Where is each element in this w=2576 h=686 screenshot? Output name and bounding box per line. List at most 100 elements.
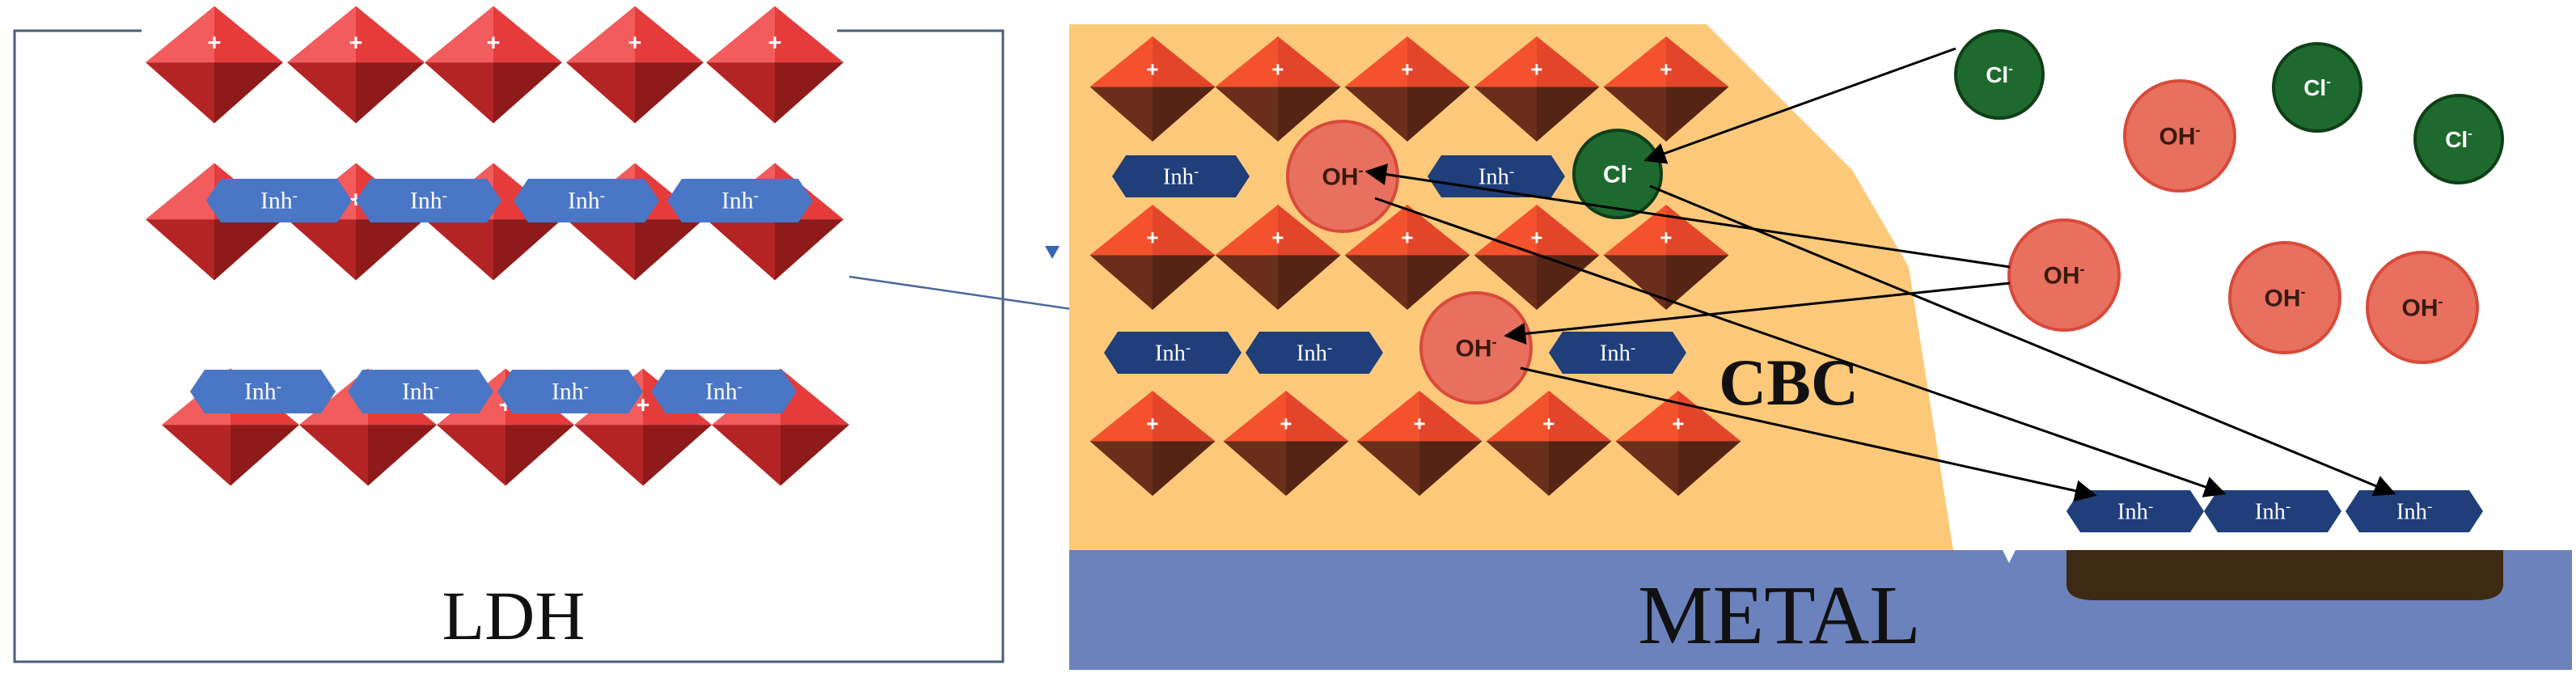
inhibitor-hexagon: Inh- (1112, 155, 1250, 197)
hydroxide-ion-label: OH- (2265, 284, 2306, 312)
hydroxide-ion: OH- (1286, 120, 1399, 233)
hydroxide-ion-label: OH- (2402, 294, 2443, 322)
hydroxide-ion: OH- (2123, 79, 2236, 193)
layer-charge-label: + (637, 393, 650, 419)
migration-arrows (1364, 47, 2396, 502)
hydroxide-ion: OH- (1419, 291, 1533, 404)
hexagon-icon (356, 179, 501, 222)
hexagon-icon (2345, 490, 2483, 532)
inhibitor-hexagon: Inh- (1428, 155, 1565, 197)
hexagon-icon (190, 370, 336, 413)
octahedron-icon: + (1215, 36, 1341, 142)
cbc-coating: +++++++++++++++Inh-Inh-Inh-Inh-Inh- CBC (1069, 24, 1953, 550)
layer-charge-label: + (768, 31, 782, 57)
octahedron-icon: + (1223, 391, 1349, 496)
hexagon-icon (514, 179, 659, 222)
inhibitor-hexagon: Inh- (2204, 490, 2341, 532)
layer-charge-label: + (1146, 411, 1158, 435)
inhibitor-hexagon: Inh- (356, 179, 501, 222)
hexagon-icon (2204, 490, 2341, 532)
ldh-layered-structure: +++++++++++++++Inh-Inh-Inh-Inh-Inh-Inh-I… (146, 6, 849, 486)
inhibitor-label: Inh- (721, 188, 759, 214)
inhibitor-hexagon: Inh- (1246, 332, 1383, 374)
octahedron-icon: + (425, 6, 562, 124)
layer-charge-label: + (1660, 57, 1672, 81)
inhibitor-hexagon: Inh- (2066, 490, 2204, 532)
octahedron-icon: + (1615, 391, 1741, 496)
layer-charge-label: + (1530, 57, 1542, 81)
inhibitor-hexagon: Inh- (190, 370, 336, 413)
octahedron-icon: + (146, 6, 283, 124)
inhibitor-hexagon: Inh- (514, 179, 659, 222)
chloride-ion: Cl- (2272, 42, 2362, 133)
inhibitor-label: Inh- (1163, 163, 1199, 189)
layer-charge-label: + (1401, 225, 1413, 249)
hydroxide-ion-label: OH- (1456, 334, 1497, 362)
hydroxide-ion: OH- (2007, 218, 2121, 332)
hexagon-icon (497, 370, 643, 413)
chloride-ion-label: Cl- (1986, 61, 2013, 87)
octahedron-icon: + (566, 6, 704, 124)
metal-label: METAL (1638, 569, 1921, 662)
inhibitor-hexagon: Inh- (497, 370, 643, 413)
chloride-uptake-arrow (1643, 47, 1956, 164)
inhibitor-label: Inh- (1600, 340, 1635, 366)
octahedron-icon: + (1344, 36, 1470, 142)
ldh-panel: +++++++++++++++Inh-Inh-Inh-Inh-Inh-Inh-I… (13, 6, 1005, 663)
octahedron-icon: + (1089, 205, 1216, 310)
layer-charge-label: + (1271, 57, 1284, 81)
hydroxide-uptake-arrow (1504, 282, 2011, 345)
hexagon-icon (651, 370, 797, 413)
inhibitor-label: Inh- (244, 379, 281, 405)
hexagon-icon (1112, 155, 1250, 197)
hydroxide-ion-label: OH- (2159, 122, 2201, 150)
inhibitor-label: Inh- (1478, 163, 1514, 189)
layer-charge-label: + (208, 31, 222, 57)
inhibitor-hexagon: Inh- (206, 179, 352, 222)
inhibitor-label: Inh- (1155, 340, 1191, 366)
chloride-ion-label: Cl- (2303, 74, 2331, 100)
inhibitor-hexagon: Inh- (651, 370, 797, 413)
hexagon-icon (1104, 332, 1241, 374)
inhibitor-label: Inh- (2255, 498, 2290, 524)
layer-charge-label: + (1660, 225, 1672, 249)
inhibitor-hexagon: Inh- (2345, 490, 2483, 532)
inhibitor-label: Inh- (410, 188, 447, 214)
layer-charge-label: + (1271, 225, 1284, 249)
chloride-ion: Cl- (1572, 129, 1663, 219)
hydroxide-ion: OH- (2228, 241, 2341, 354)
hexagon-icon (206, 179, 352, 222)
layer-charge-label: + (1530, 225, 1542, 249)
hexagon-icon (1428, 155, 1565, 197)
layer-charge-label: + (349, 188, 363, 214)
inhibitor-label: Inh- (260, 188, 298, 214)
inhibitor-release-arrow (1520, 366, 2097, 502)
layer-charge-label: + (1413, 411, 1425, 435)
layer-charge-label: + (628, 31, 642, 57)
hexagon-icon (348, 370, 493, 413)
octahedron-icon: + (1344, 205, 1470, 310)
inhibitor-label: Inh- (552, 379, 589, 405)
octahedron-icon: + (1474, 205, 1600, 310)
octahedron-icon: + (1215, 205, 1341, 310)
inhibitor-release-arrow (1649, 184, 2396, 497)
corrosion-product-layer (2066, 550, 2503, 600)
inhibitor-label: Inh- (2117, 498, 2153, 524)
hexagon-icon (1246, 332, 1383, 374)
solution-ions: OH-OH-Cl-Cl-Cl-Cl-OH-OH-OH-OH-Inh-Inh-In… (1286, 29, 2504, 532)
inhibitor-label: Inh- (705, 379, 742, 405)
hydroxide-uptake-arrow (1364, 163, 2011, 269)
inhibitor-hexagon: Inh- (1104, 332, 1241, 374)
layer-charge-label: + (1401, 57, 1413, 81)
coating-defect-notch (2003, 550, 2016, 563)
octahedron-icon: + (287, 6, 425, 124)
hexagon-icon (667, 179, 813, 222)
metal-substrate: METAL (1069, 550, 2572, 670)
inhibitor-hexagon: Inh- (667, 179, 813, 222)
layer-charge-label: + (487, 31, 501, 57)
layer-charge-label: + (1146, 225, 1158, 249)
inhibitor-label: Inh- (402, 379, 439, 405)
hydroxide-ion-label: OH- (1322, 163, 1364, 191)
cbc-layered-structure: +++++++++++++++Inh-Inh-Inh-Inh-Inh- (1089, 36, 1741, 496)
